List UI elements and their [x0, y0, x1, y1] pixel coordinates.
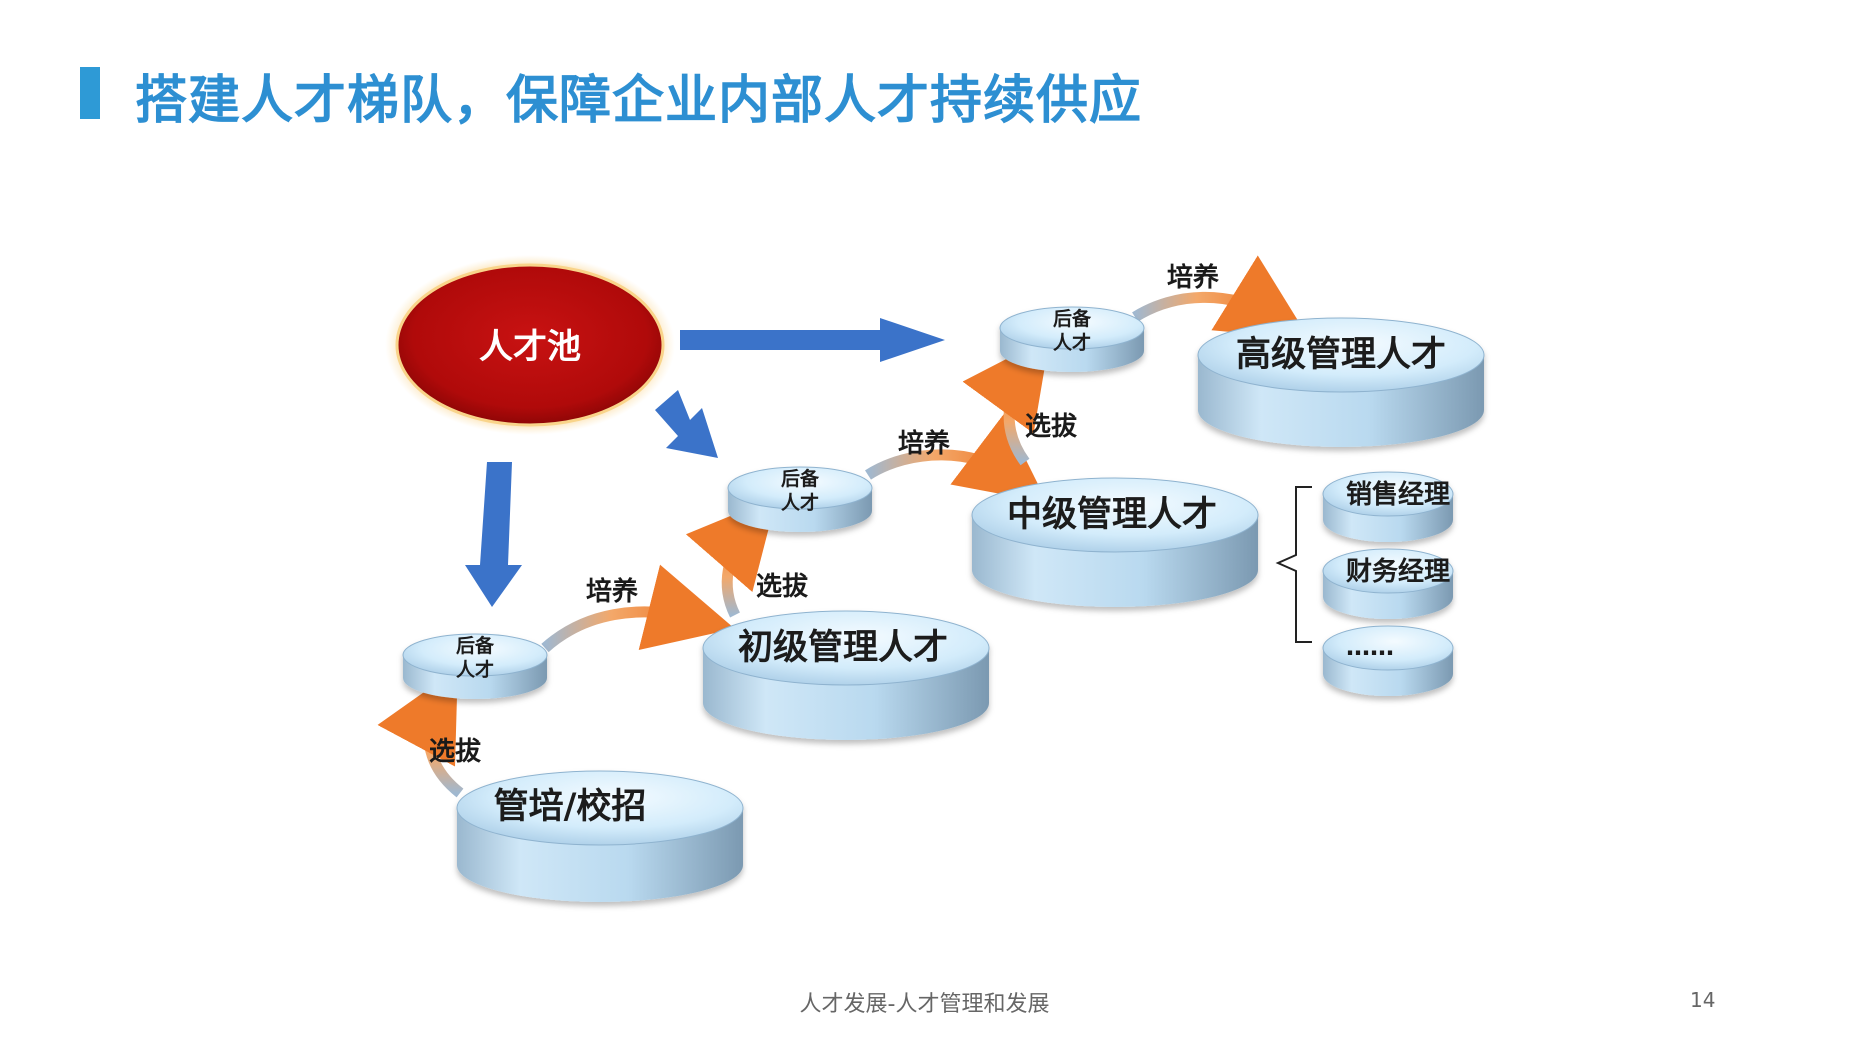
reserve-label-line1: 后备 — [781, 467, 820, 490]
train-label-middle: 培养 — [898, 428, 950, 459]
select-label-middle: 选拔 — [1025, 412, 1078, 442]
train-arrow-senior — [1132, 255, 1310, 340]
arrow-pool-to-senior-reserve — [680, 318, 945, 362]
role-disk-finance-manager: 财务经理 — [1322, 548, 1454, 619]
title-accent-bar — [80, 67, 100, 119]
select-arrow-junior — [685, 496, 777, 618]
roles-bracket — [1275, 486, 1312, 643]
reserve-disk-senior: 后备 人才 — [999, 306, 1145, 372]
page-number: 14 — [1690, 988, 1716, 1012]
select-label-junior: 选拔 — [756, 572, 809, 602]
junior-level-label: 初级管理人才 — [738, 628, 948, 668]
train-arrow-junior — [541, 564, 735, 653]
arrow-pool-to-middle-reserve — [655, 390, 718, 458]
reserve-label-line1: 后备 — [1053, 307, 1092, 330]
reserve-disk-middle: 后备 人才 — [727, 466, 873, 532]
disk-middle-level: 中级管理人才 — [971, 477, 1259, 607]
entry-level-label: 管培/校招 — [494, 787, 647, 827]
reserve-label-line1: 后备 — [456, 634, 495, 657]
role-label: 销售经理 — [1346, 479, 1450, 510]
disk-junior-level: 初级管理人才 — [702, 610, 990, 740]
role-label: …… — [1346, 633, 1394, 661]
role-disk-sales-manager: 销售经理 — [1322, 471, 1454, 542]
arrow-pool-to-junior-reserve — [465, 462, 522, 607]
reserve-label-line2: 人才 — [456, 658, 494, 681]
reserve-label-line2: 人才 — [1053, 331, 1091, 354]
disk-senior-level: 高级管理人才 — [1197, 317, 1485, 447]
train-arrow-middle — [865, 414, 1048, 503]
select-arrow-middle — [962, 336, 1050, 466]
reserve-disk-junior: 后备 人才 — [402, 633, 548, 699]
middle-level-label: 中级管理人才 — [1007, 495, 1217, 535]
footer-text: 人才发展-人才管理和发展 — [799, 992, 1050, 1017]
page-title: 搭建人才梯队，保障企业内部人才持续供应 — [135, 71, 1143, 131]
senior-level-label: 高级管理人才 — [1236, 335, 1446, 375]
talent-pool-label: 人才池 — [479, 327, 581, 367]
reserve-label-line2: 人才 — [781, 491, 819, 514]
role-label: 财务经理 — [1346, 556, 1450, 587]
disk-entry-level: 管培/校招 — [456, 770, 744, 902]
talent-pool-ellipse: 人才池 — [385, 255, 675, 435]
train-label-senior: 培养 — [1167, 262, 1219, 293]
select-label-entry: 选拔 — [429, 737, 482, 767]
train-label-junior: 培养 — [586, 576, 638, 607]
select-arrow-entry — [377, 668, 464, 798]
role-disk-more: …… — [1322, 625, 1454, 696]
